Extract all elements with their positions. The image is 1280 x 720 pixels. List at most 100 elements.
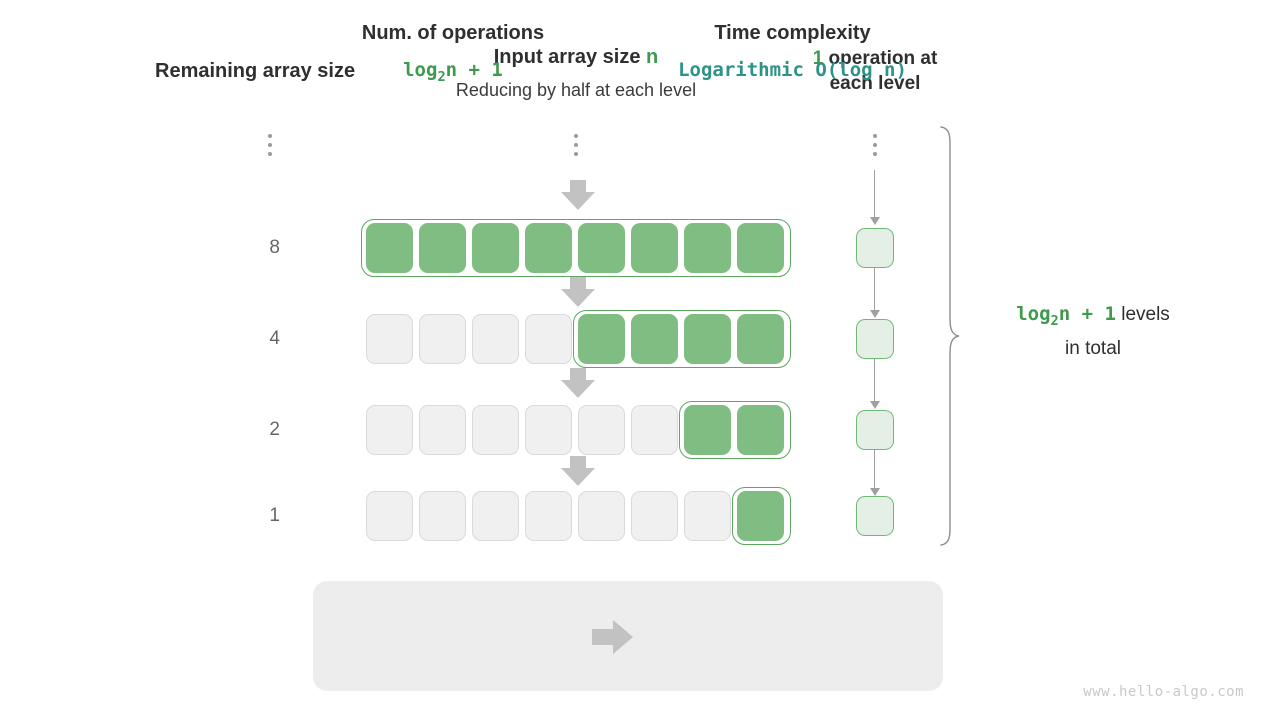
arrow-head <box>561 192 595 210</box>
array-cell <box>472 223 519 273</box>
array-row-1 <box>362 487 794 545</box>
array-cell <box>472 314 519 364</box>
levels-formula-rest: n + 1 <box>1058 303 1116 325</box>
watermark: www.hello-algo.com <box>1083 684 1244 700</box>
heading-input-text: Input array size <box>493 46 647 68</box>
levels-text-line2: in total <box>1065 337 1121 359</box>
dot <box>873 152 877 156</box>
summary-operations-value: log2n + 1 <box>333 59 573 85</box>
array-cell <box>631 491 678 541</box>
arrow-head <box>561 289 595 307</box>
summary-left-column: Num. of operations log2n + 1 <box>333 22 573 85</box>
array-cell <box>684 314 731 364</box>
array-cell <box>578 491 625 541</box>
array-cell <box>472 405 519 455</box>
arrow-head <box>561 468 595 486</box>
summary-complexity-value: Logarithmic O(log n) <box>678 59 907 81</box>
array-cell <box>419 405 466 455</box>
arrow-head <box>613 620 633 654</box>
dot <box>268 134 272 138</box>
array-cell <box>631 223 678 273</box>
array-cell <box>525 223 572 273</box>
array-cell <box>684 491 731 541</box>
array-cell <box>737 314 784 364</box>
array-row-4 <box>362 310 794 368</box>
heading-input-subtitle: Reducing by half at each level <box>455 80 697 100</box>
array-cell <box>419 314 466 364</box>
arrow-stem <box>570 180 586 193</box>
summary-operations-base: log <box>403 59 438 81</box>
array-cell <box>525 314 572 364</box>
halving-arrow-8-to-4 <box>561 277 595 307</box>
levels-formula: log2n + 1 <box>1016 303 1116 329</box>
array-cell <box>525 405 572 455</box>
op-connector-1 <box>869 268 881 318</box>
connector-line <box>874 170 876 217</box>
dot <box>574 143 578 147</box>
connector-arrowhead <box>869 401 880 409</box>
levels-text-line1: levels <box>1115 304 1170 325</box>
heading-ops-line1: operation at <box>823 48 938 69</box>
array-cell <box>631 314 678 364</box>
array-cell <box>578 314 625 364</box>
arrow-stem <box>570 456 586 469</box>
levels-formula-subscript: 2 <box>1050 312 1059 329</box>
summary-operations-subscript: 2 <box>437 68 446 85</box>
heading-input-variable: n <box>646 46 659 68</box>
row-label-4: 4 <box>269 328 280 349</box>
arrow-stem <box>570 277 586 290</box>
op-connector-top <box>869 170 881 225</box>
array-cell <box>631 405 678 455</box>
connector-line <box>874 359 876 401</box>
array-cell <box>737 405 784 455</box>
array-cell <box>578 405 625 455</box>
dot <box>574 134 578 138</box>
arrow-stem <box>570 368 586 381</box>
levels-brace <box>938 126 962 546</box>
halving-arrow-4-to-2 <box>561 368 595 398</box>
array-cell <box>366 314 413 364</box>
operation-cell-level-2 <box>856 319 894 359</box>
connector-arrowhead <box>869 217 880 225</box>
dot <box>268 152 272 156</box>
array-cell <box>684 223 731 273</box>
summary-operations-rest: n + 1 <box>445 59 503 81</box>
op-connector-2 <box>869 359 881 409</box>
connector-arrowhead <box>869 310 880 318</box>
connector-line <box>874 268 876 310</box>
ellipsis-remaining-column <box>265 134 275 156</box>
summary-implies-arrow <box>592 620 638 654</box>
heading-operations: 1 operation at each level <box>785 46 965 96</box>
array-row-2 <box>362 401 794 459</box>
levels-total-label: log2n + 1 levels in total <box>968 300 1218 364</box>
arrow-head <box>561 380 595 398</box>
array-cell <box>737 223 784 273</box>
row-label-2: 2 <box>269 419 280 440</box>
array-row-8 <box>361 219 794 277</box>
array-cell <box>684 405 731 455</box>
array-cell <box>525 491 572 541</box>
halving-arrow-top <box>561 180 595 210</box>
array-cell <box>419 491 466 541</box>
heading-ops-line2: each level <box>829 73 921 94</box>
arrow-stem <box>592 629 614 645</box>
dot <box>873 134 877 138</box>
op-connector-3 <box>869 450 881 500</box>
brace-icon <box>940 126 960 546</box>
dot <box>268 143 272 147</box>
operation-cell-level-3 <box>856 410 894 450</box>
operation-cell-level-1 <box>856 228 894 268</box>
array-cell <box>366 405 413 455</box>
summary-complexity-title: Time complexity <box>714 22 871 44</box>
array-cell <box>737 491 784 541</box>
array-cell <box>366 223 413 273</box>
heading-input-array-size: Input array size n <box>380 46 772 69</box>
levels-formula-base: log <box>1016 303 1051 325</box>
summary-operations-title: Num. of operations <box>361 22 545 44</box>
row-label-1: 1 <box>269 505 280 526</box>
ellipsis-array-column <box>571 134 581 156</box>
array-cell <box>366 491 413 541</box>
array-cell <box>419 223 466 273</box>
summary-right-column: Time complexity Logarithmic O(log n) <box>665 22 920 81</box>
array-cell <box>472 491 519 541</box>
